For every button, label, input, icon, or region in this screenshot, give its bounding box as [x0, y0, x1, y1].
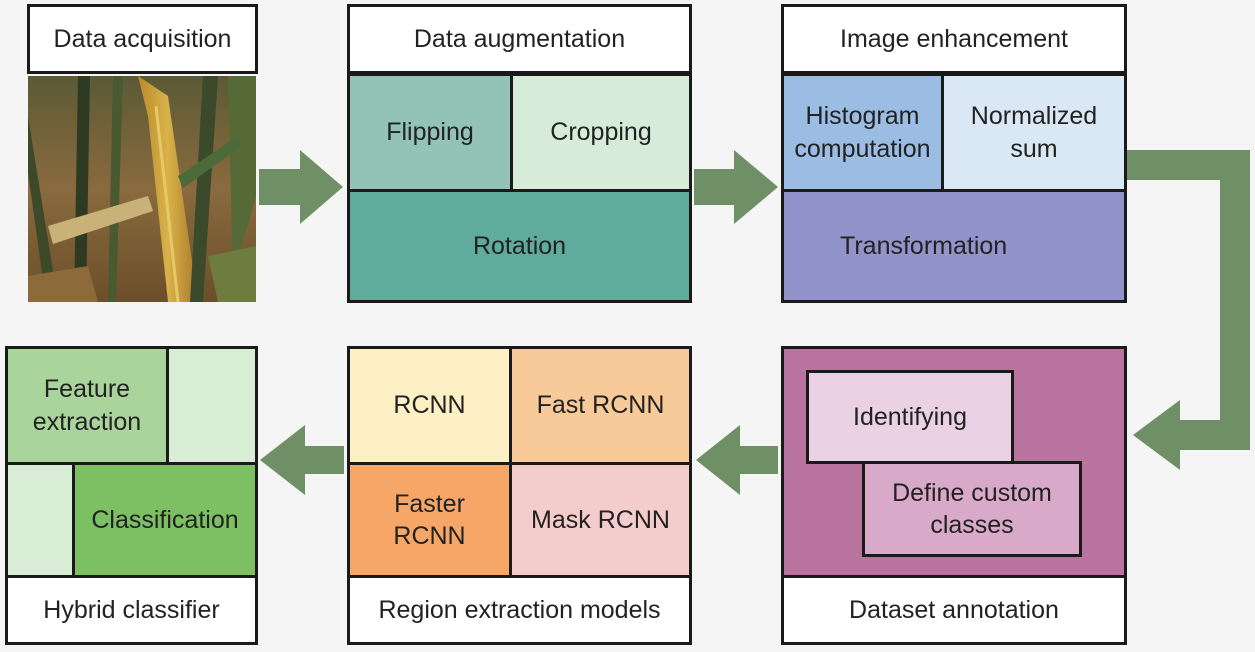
region-extraction-panel: RCNN Fast RCNN Faster RCNN Mask RCNN — [347, 346, 692, 578]
image-enhancement-title: Image enhancement — [781, 4, 1127, 74]
arrow-augmentation-to-enhancement — [694, 150, 778, 224]
fast-rcnn-label: Fast RCNN — [536, 391, 665, 420]
hybrid-classifier-panel: Feature extraction Classification — [5, 346, 258, 578]
image-enhancement-panel: Histogram computation Normalized sum Tra… — [781, 73, 1127, 303]
arrow-acquisition-to-augmentation — [259, 150, 343, 224]
feature-extraction-cell: Feature extraction — [8, 349, 169, 465]
define-custom-classes-label: Define custom classes — [892, 478, 1052, 540]
arrow-annotation-to-region — [696, 425, 778, 495]
histogram-computation-label: Histogram computation — [794, 102, 931, 163]
rcnn-label: RCNN — [393, 391, 466, 420]
cropping-cell: Cropping — [513, 76, 689, 192]
transformation-cell: Transformation — [784, 192, 1124, 300]
faster-rcnn-label: Faster RCNN — [393, 489, 466, 551]
define-custom-classes-box: Define custom classes — [862, 461, 1082, 557]
cropping-label: Cropping — [550, 118, 652, 147]
empty-bottom-left-cell — [8, 465, 75, 575]
feature-extraction-label: Feature extraction — [32, 375, 142, 436]
arrow-region-to-classifier — [260, 425, 344, 495]
arrow-enhancement-to-annotation — [1127, 150, 1250, 470]
fast-rcnn-cell: Fast RCNN — [512, 349, 689, 465]
identifying-box: Identifying — [806, 370, 1014, 464]
flipping-cell: Flipping — [350, 76, 513, 192]
normalized-sum-label: Normalized sum — [970, 102, 1098, 163]
rcnn-cell: RCNN — [350, 349, 512, 465]
dataset-annotation-title: Dataset annotation — [781, 575, 1127, 645]
dataset-annotation-panel: Identifying Define custom classes — [781, 346, 1127, 578]
normalized-sum-cell: Normalized sum — [944, 76, 1124, 192]
data-acquisition-title: Data acquisition — [27, 4, 258, 74]
rotation-cell: Rotation — [350, 192, 689, 300]
flipping-label: Flipping — [386, 118, 474, 147]
wheat-leaf-image — [28, 76, 256, 302]
faster-rcnn-cell: Faster RCNN — [350, 465, 512, 575]
transformation-label: Transformation — [840, 231, 1008, 260]
hybrid-classifier-title: Hybrid classifier — [5, 575, 258, 645]
wheat-leaf-photo — [28, 76, 256, 302]
identifying-label: Identifying — [853, 402, 967, 431]
histogram-computation-cell: Histogram computation — [784, 76, 944, 192]
mask-rcnn-label: Mask RCNN — [531, 505, 670, 534]
classification-label: Classification — [91, 505, 239, 534]
rotation-label: Rotation — [472, 231, 567, 260]
classification-cell: Classification — [75, 465, 255, 575]
region-extraction-title: Region extraction models — [347, 575, 692, 645]
data-augmentation-panel: Flipping Cropping Rotation — [347, 73, 692, 303]
mask-rcnn-cell: Mask RCNN — [512, 465, 689, 575]
empty-top-right-cell — [169, 349, 255, 465]
data-augmentation-title: Data augmentation — [347, 4, 692, 74]
